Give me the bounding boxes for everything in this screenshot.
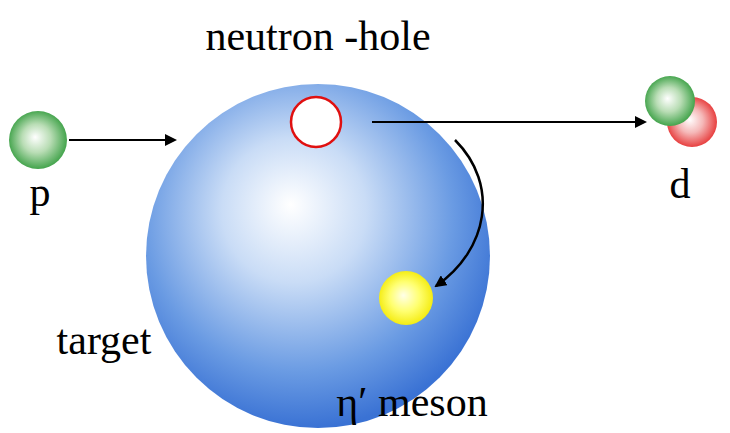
neutron-hole xyxy=(291,97,341,147)
hole-label: neutron -hole xyxy=(205,13,430,59)
deuteron-proton xyxy=(645,76,695,126)
incoming-arrow xyxy=(69,139,175,141)
deuteron-label: d xyxy=(670,161,691,207)
meson-label: η′ meson xyxy=(336,379,487,425)
proton-label: p xyxy=(30,169,51,215)
transition-arrow xyxy=(436,140,483,286)
outgoing-arrow xyxy=(372,121,645,123)
target-nucleus xyxy=(146,84,490,428)
proton xyxy=(9,111,67,169)
eta-prime-meson xyxy=(379,271,433,325)
target-label: target xyxy=(57,317,152,363)
